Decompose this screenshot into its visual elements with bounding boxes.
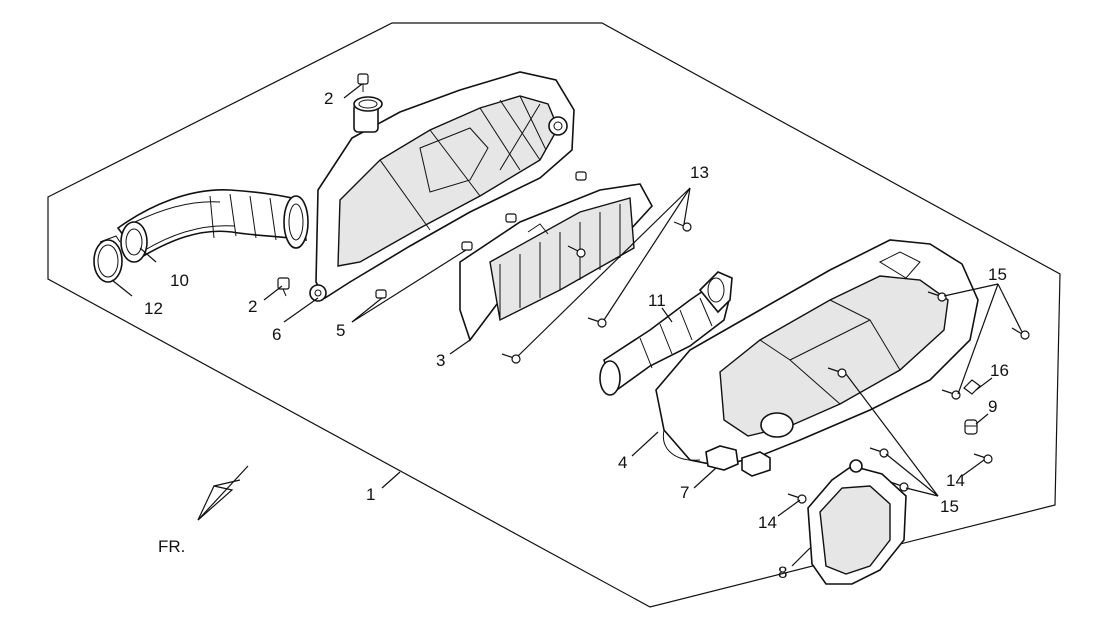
clip-16: [963, 379, 981, 395]
front-direction-arrow: [197, 465, 249, 521]
label-direction-front: FR.: [158, 537, 185, 556]
label-part-6: 6: [272, 325, 281, 344]
label-part-9: 9: [988, 397, 997, 416]
connecting-tube: [599, 271, 733, 396]
air-filter-element: [459, 183, 653, 342]
label-part-14-right: 14: [946, 471, 965, 490]
label-part-7: 7: [680, 483, 689, 502]
label-part-3: 3: [436, 351, 445, 370]
air-cleaner-cover: [655, 239, 979, 467]
screws-15: [827, 291, 1030, 492]
screws-13: [501, 221, 692, 364]
nuts-5: [375, 171, 587, 299]
screws-14: [787, 453, 993, 504]
screw-2-top: [357, 73, 369, 92]
label-part-11: 11: [648, 291, 666, 310]
drain-fitting-7: [705, 445, 771, 477]
sub-cover-8: [807, 459, 907, 585]
label-part-4: 4: [618, 453, 627, 472]
label-part-14-left: 14: [758, 513, 777, 532]
label-part-15-bottom: 15: [940, 497, 959, 516]
screw-2-bottom: [277, 277, 290, 297]
label-part-2-top: 2: [324, 89, 333, 108]
label-part-16: 16: [990, 361, 1009, 380]
hose-clamp: [93, 235, 123, 283]
label-part-8: 8: [778, 563, 787, 582]
label-part-12: 12: [144, 299, 163, 318]
part-labels: 2 2 10 12 6 5 3 13 11 4 7 8 9 16 14 14 1…: [144, 89, 1009, 582]
label-part-5: 5: [336, 321, 345, 340]
assembly-boundary: [47, 22, 1061, 608]
drain-cap-9: [964, 419, 978, 435]
label-part-2-bottom: 2: [248, 297, 257, 316]
intake-duct: [116, 189, 309, 263]
air-cleaner-case: [309, 71, 575, 302]
label-part-1: 1: [366, 485, 375, 504]
leader-lines: [111, 83, 1023, 567]
label-part-13: 13: [690, 163, 709, 182]
label-part-10: 10: [170, 271, 189, 290]
label-part-15-top: 15: [988, 265, 1007, 284]
